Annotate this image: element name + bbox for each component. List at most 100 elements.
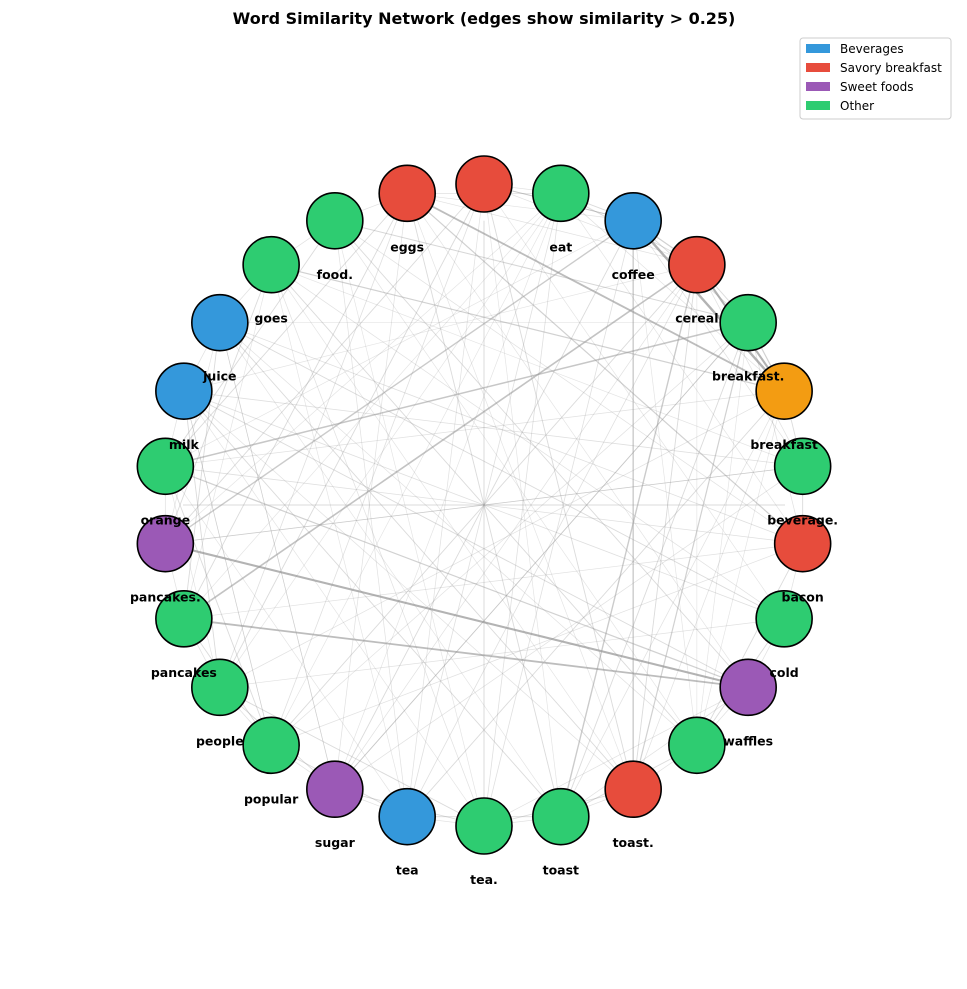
node-label: cold [770, 665, 799, 680]
network-edge [270, 193, 562, 746]
network-edge [165, 321, 749, 468]
network-edge [560, 687, 749, 817]
network-edge [483, 687, 749, 827]
network-edge [165, 465, 803, 545]
network-edge [165, 465, 803, 545]
network-edge [165, 390, 785, 467]
network-edge [334, 322, 749, 790]
network-node [455, 797, 513, 855]
node-label: tea. [470, 872, 498, 887]
network-node [306, 760, 364, 819]
network-edge [164, 220, 336, 467]
node-label: cereal [675, 311, 718, 326]
network-edge [183, 390, 749, 688]
network-edge [406, 183, 485, 817]
node-label: breakfast [750, 437, 818, 452]
network-edge [219, 390, 785, 688]
node-label: pancakes. [130, 590, 201, 605]
network-edge [183, 390, 485, 827]
network-edge [747, 322, 804, 544]
network-edge [696, 543, 804, 746]
edge-layer [164, 183, 804, 827]
network-edge [271, 264, 803, 467]
network-edge [632, 220, 803, 467]
network-node [136, 437, 195, 496]
network-node [668, 716, 726, 775]
legend-swatch [806, 44, 830, 53]
network-edge [219, 322, 803, 545]
node-label: pancakes [151, 665, 217, 680]
network-edge [632, 322, 749, 790]
network-edge [219, 322, 634, 790]
network-edge [270, 322, 749, 746]
network-edge [696, 264, 803, 467]
label-layer: eatcoffeecerealbreakfast.breakfastbevera… [130, 239, 838, 887]
node-label: waffles [723, 733, 773, 748]
network-edge [219, 322, 785, 620]
node-label: eat [549, 239, 572, 254]
network-edge [406, 193, 749, 688]
network-edge [334, 220, 634, 790]
network-edge [407, 192, 697, 266]
legend-swatch [806, 101, 830, 110]
network-edge [483, 183, 785, 620]
network-edge [334, 220, 485, 827]
network-edge [334, 193, 408, 790]
network-node [242, 716, 300, 775]
network-edge [165, 466, 221, 688]
network-edge [164, 220, 634, 545]
network-edge [406, 192, 804, 545]
network-edge [183, 322, 221, 619]
network-node [755, 590, 813, 648]
network-edge [406, 193, 562, 817]
node-label: food. [317, 267, 353, 282]
network-edge [165, 466, 408, 817]
network-node [719, 658, 777, 717]
network-node [755, 362, 813, 420]
network-edge [219, 618, 785, 688]
network-edge [334, 193, 562, 790]
node-label: people [196, 733, 244, 748]
network-edge [219, 322, 336, 790]
network-edge [270, 264, 485, 827]
network-edge [406, 390, 785, 817]
node-label: orange [141, 512, 191, 527]
network-edge [165, 193, 408, 467]
legend-label: Savory breakfast [840, 61, 942, 75]
network-node [773, 437, 832, 496]
network-edge [164, 466, 272, 746]
network-node [242, 235, 300, 294]
network-node [668, 235, 726, 294]
network-edge [165, 183, 485, 544]
node-layer [136, 155, 832, 855]
node-label: coffee [612, 267, 655, 282]
network-edge [406, 192, 785, 392]
legend-swatch [806, 82, 830, 91]
network-edge [334, 466, 803, 790]
network-edge [183, 390, 562, 817]
network-edge [270, 264, 408, 817]
network-edge [270, 264, 785, 620]
network-edge [560, 322, 749, 817]
network-edge [183, 391, 221, 688]
network-edge [165, 465, 749, 688]
network-edge [483, 183, 634, 790]
network-edge [696, 322, 749, 746]
network-edge [183, 193, 562, 620]
network-edge [219, 322, 336, 790]
network-node [455, 155, 513, 213]
network-edge [219, 193, 408, 688]
network-node [191, 293, 249, 352]
network-edge [560, 391, 785, 817]
network-edge [407, 192, 634, 222]
node-label: bacon [782, 590, 824, 605]
network-edge [334, 322, 749, 790]
network-edge [183, 391, 272, 746]
network-edge [219, 322, 562, 817]
network-edge [406, 193, 562, 817]
node-label: sugar [315, 835, 356, 850]
network-edge [560, 193, 803, 544]
network-edge [164, 264, 272, 544]
